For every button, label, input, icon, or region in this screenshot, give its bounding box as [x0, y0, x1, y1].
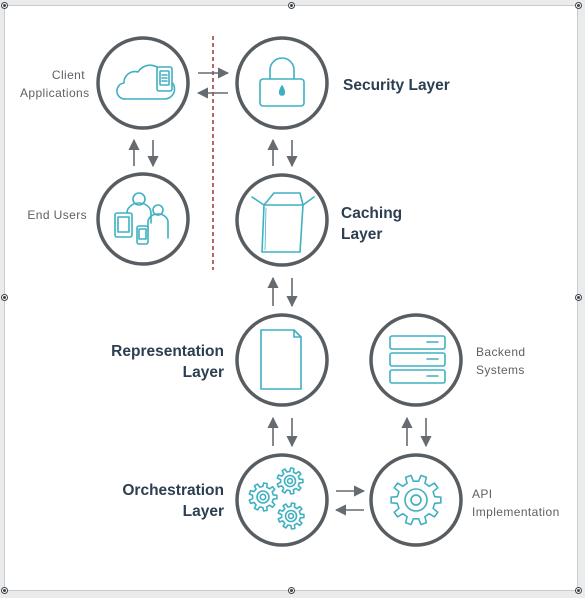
orchestration-layer-label: Orchestration Layer — [110, 480, 224, 522]
representation-layer-line1: Representation — [111, 343, 224, 360]
gear-large-icon — [390, 474, 442, 526]
document-icon — [260, 329, 302, 390]
resize-handle-top-right[interactable] — [575, 2, 582, 9]
resize-handle-middle-right[interactable] — [575, 294, 582, 301]
server-stack-icon — [389, 335, 446, 384]
caching-layer-line2: Layer — [341, 226, 383, 243]
gear-icon — [390, 474, 442, 526]
end-users-node[interactable] — [96, 172, 190, 266]
resize-handle-top-left[interactable] — [1, 2, 8, 9]
cloud-mobile-icon — [116, 64, 176, 100]
resize-handle-bottom-left[interactable] — [1, 587, 8, 594]
client-apps-node[interactable] — [96, 36, 190, 130]
representation-layer-line2: Layer — [182, 364, 224, 381]
end-users-label: End Users — [27, 208, 87, 222]
client-apps-line2: Applications — [20, 86, 90, 100]
gear-top-icon — [276, 467, 304, 495]
backend-systems-line2: Systems — [476, 363, 525, 377]
resize-handle-bottom-center[interactable] — [288, 587, 295, 594]
api-implementation-node[interactable] — [369, 453, 463, 547]
backend-systems-line1: Backend — [476, 345, 526, 359]
resize-handle-middle-left[interactable] — [1, 294, 8, 301]
connector-arrows — [128, 67, 432, 516]
representation-layer-label: Representation Layer — [100, 341, 224, 383]
client-apps-label: Client Applications — [20, 66, 90, 102]
resize-handle-top-center[interactable] — [288, 2, 295, 9]
api-implementation-label: API Implementation — [472, 485, 572, 521]
client-apps-line1: Client — [51, 68, 85, 82]
resize-handle-bottom-right[interactable] — [575, 587, 582, 594]
caching-layer-node[interactable] — [235, 173, 329, 267]
gears-icon — [248, 467, 305, 530]
caching-layer-line1: Caching — [341, 205, 403, 222]
users-devices-icon — [114, 192, 169, 245]
api-implementation-line1: API — [472, 487, 493, 501]
gear-bottom-icon — [277, 502, 305, 530]
open-box-icon — [251, 192, 315, 253]
backend-systems-label: Backend Systems — [476, 343, 556, 379]
orchestration-layer-line2: Layer — [182, 503, 224, 520]
security-layer-label: Security Layer — [343, 77, 450, 94]
backend-systems-node[interactable] — [369, 313, 463, 407]
representation-layer-node[interactable] — [235, 313, 329, 407]
padlock-icon — [259, 57, 305, 107]
gear-left-icon — [248, 482, 278, 512]
orchestration-layer-line1: Orchestration — [122, 482, 224, 499]
api-implementation-line2: Implementation — [472, 505, 560, 519]
orchestration-layer-node[interactable] — [235, 453, 329, 547]
caching-layer-label: Caching Layer — [341, 203, 421, 245]
